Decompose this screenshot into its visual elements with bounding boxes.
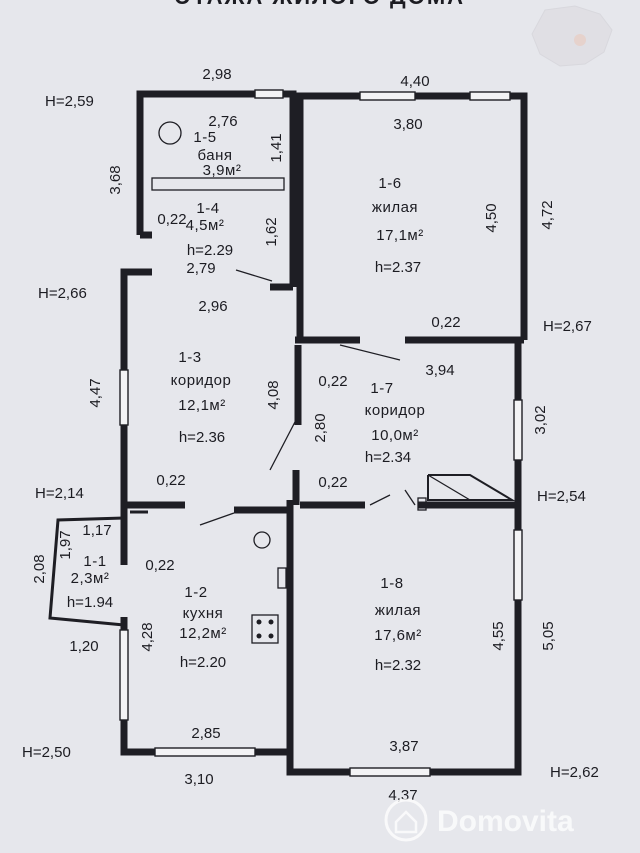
room-height-1-3: h=2.36 (179, 429, 225, 446)
room-id-1-7: 1-7 (370, 380, 393, 397)
dimension-labels: 2,98 4,40 2,76 3,80 1,41 3,68 0,22 1,62 … (31, 66, 557, 804)
outer-height-label: H=2,54 (537, 488, 586, 505)
dimension-label: 4,50 (483, 203, 500, 232)
map-watermark-icon (531, 5, 613, 67)
room-name-1-6: жилая (372, 199, 418, 216)
dimension-label: 4,55 (490, 621, 507, 650)
fixtures (151, 121, 516, 644)
dimension-label: 1,62 (263, 217, 280, 246)
windows (119, 89, 523, 777)
room-area-1-6: 17,1м² (376, 227, 424, 244)
dimension-label: 1,97 (57, 530, 74, 559)
dimension-label: 4,08 (265, 380, 282, 409)
plan-header: ЭТАЖА ЖИЛОГО ДОМА (175, 0, 465, 9)
window-1-7 (513, 399, 523, 461)
room-height-1-8: h=2.32 (375, 657, 421, 674)
room-id-1-1: 1-1 (83, 553, 106, 570)
room-height-1-4: h=2.29 (187, 242, 233, 259)
dimension-label: 4,28 (139, 622, 156, 651)
room-name-1-5: баня (198, 147, 233, 164)
dimension-label: 0,22 (156, 472, 185, 489)
window-1-8 (349, 767, 431, 777)
dimension-label: 3,87 (389, 738, 418, 755)
room-area-1-8: 17,6м² (374, 627, 422, 644)
room-area-1-2: 12,2м² (179, 625, 227, 642)
dimension-label: 2,76 (208, 113, 237, 130)
window-1-6 (359, 91, 416, 101)
dimension-label: 4,47 (87, 378, 104, 407)
dimension-label: 4,40 (400, 73, 429, 90)
dimension-label: 0,22 (431, 314, 460, 331)
valve-icon (277, 567, 287, 589)
dimension-label: 2,85 (191, 725, 220, 742)
boiler-icon (253, 531, 271, 549)
room-name-1-3: коридор (171, 372, 232, 389)
room-id-1-4: 1-4 (196, 200, 219, 217)
room-name-1-2: кухня (183, 605, 224, 622)
dimension-label: 2,08 (31, 554, 48, 583)
dimension-label: 0,22 (157, 211, 186, 228)
window-1-5 (254, 89, 284, 99)
dimension-label: 0,22 (145, 557, 174, 574)
room-area-1-7: 10,0м² (371, 427, 419, 444)
dimension-label: 2,79 (186, 260, 215, 277)
window-1-2 (119, 629, 129, 721)
room-id-1-8: 1-8 (380, 575, 403, 592)
outer-height-label: H=2,59 (45, 93, 94, 110)
room-height-1-7: h=2.34 (365, 449, 411, 466)
watermark-brand: Domovita (437, 805, 574, 838)
room-id-1-2: 1-2 (184, 584, 207, 601)
cooktop-icon (251, 614, 279, 644)
outer-height-label: H=2,14 (35, 485, 84, 502)
room-name-1-8: жилая (375, 602, 421, 619)
dimension-label: 3,10 (184, 771, 213, 788)
room-height-1-1: h=1.94 (67, 594, 113, 611)
room-id-1-3: 1-3 (178, 349, 201, 366)
dimension-label: 1,41 (268, 133, 285, 162)
stove-icon (158, 121, 182, 145)
window-1-8-b (513, 529, 523, 601)
room-id-1-5: 1-5 (193, 129, 216, 146)
dimension-label: 1,17 (82, 522, 111, 539)
window-1-6-b (469, 91, 511, 101)
dimension-label: 1,20 (69, 638, 98, 655)
room-area-1-1: 2,3м² (71, 570, 110, 587)
bench-icon (151, 177, 285, 191)
stairs-icon (427, 474, 516, 501)
domovita-logo-icon (384, 798, 428, 842)
room-height-1-6: h=2.37 (375, 259, 421, 276)
outer-height-label: H=2,66 (38, 285, 87, 302)
dimension-label: 0,22 (318, 474, 347, 491)
outer-height-label: H=2,50 (22, 744, 71, 761)
room-id-1-6: 1-6 (378, 175, 401, 192)
outer-height-label: H=2,62 (550, 764, 599, 781)
dimension-label: 3,68 (107, 165, 124, 194)
dimension-label: 3,94 (425, 362, 454, 379)
domovita-watermark: Domovita (384, 798, 574, 842)
room-height-1-2: h=2.20 (180, 654, 226, 671)
dimension-label: 3,02 (532, 405, 549, 434)
room-area-1-4: 4,5м² (186, 217, 225, 234)
room-name-1-7: коридор (365, 402, 426, 419)
dimension-label: 3,80 (393, 116, 422, 133)
room-area-1-5: 3,9м² (203, 162, 242, 179)
dimension-label: 0,22 (318, 373, 347, 390)
window-1-2-b (154, 747, 256, 757)
window-1-3 (119, 369, 129, 426)
dimension-label: 2,98 (202, 66, 231, 83)
dimension-label: 4,72 (539, 200, 556, 229)
dimension-label: 2,80 (312, 413, 329, 442)
dimension-label: 2,96 (198, 298, 227, 315)
dimension-label: 5,05 (540, 621, 557, 650)
outer-height-label: H=2,67 (543, 318, 592, 335)
room-area-1-3: 12,1м² (178, 397, 226, 414)
